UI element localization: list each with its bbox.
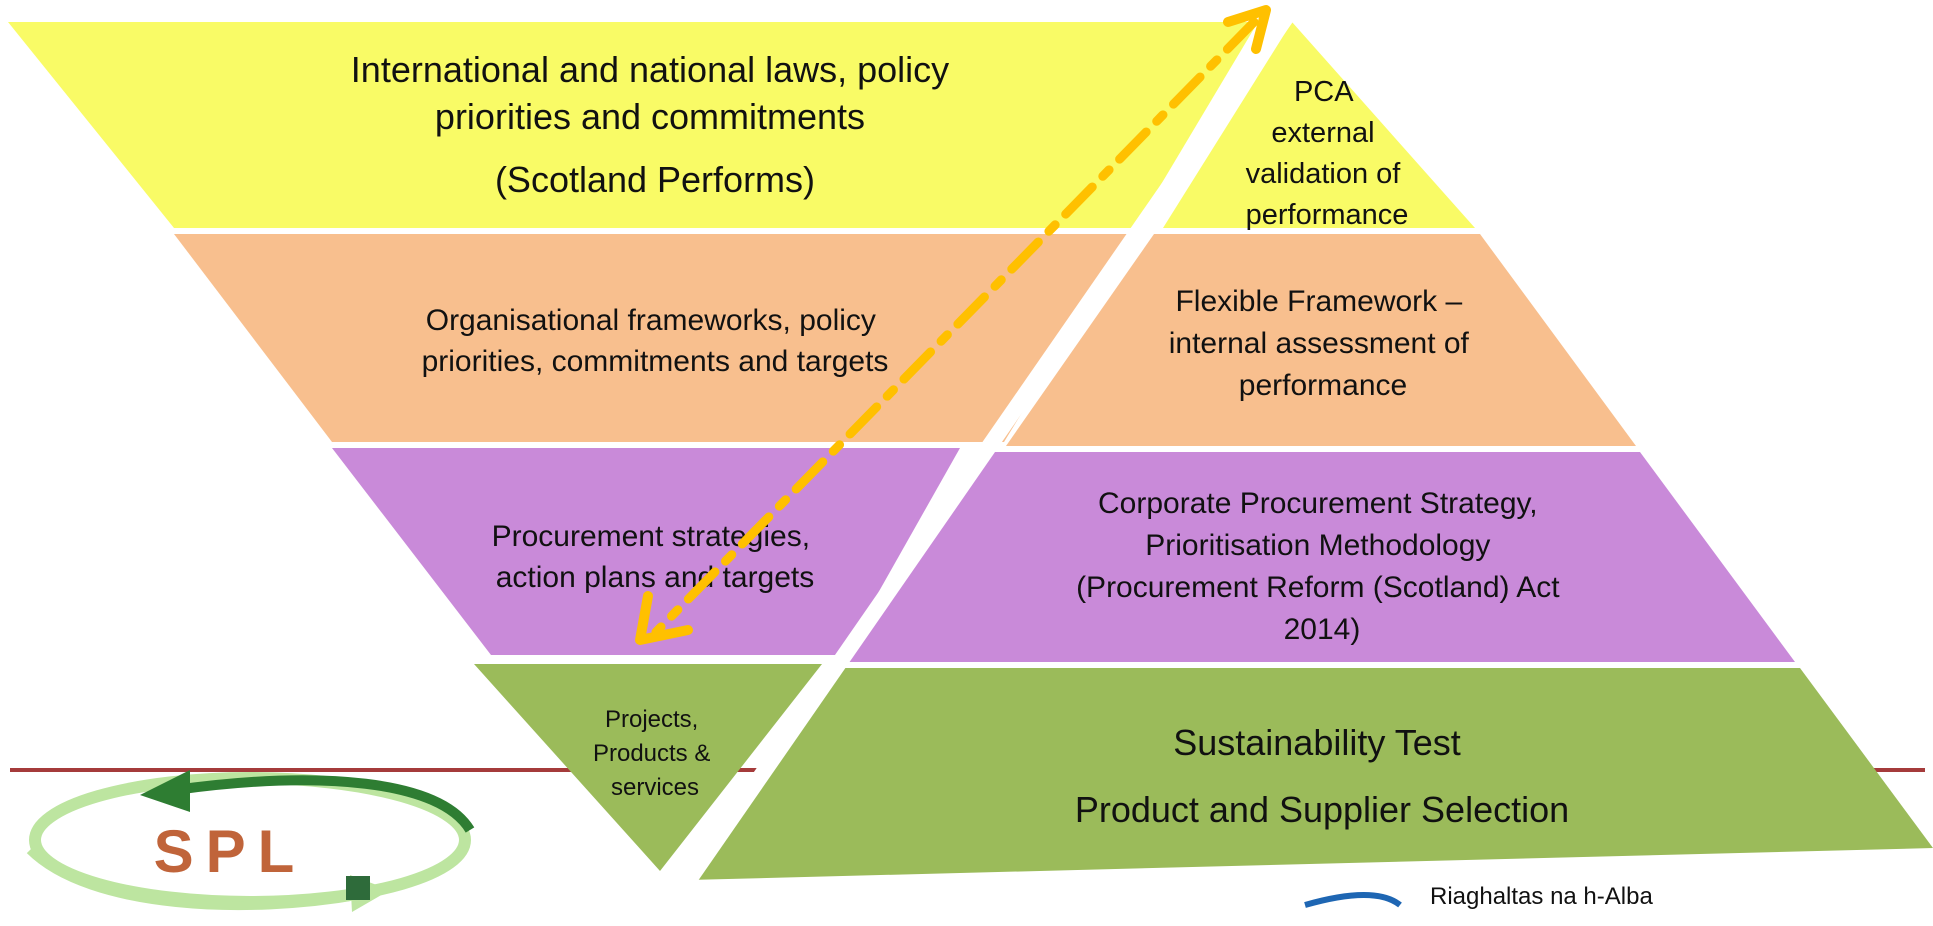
arrowhead-up-icon bbox=[1223, 5, 1271, 54]
pyramid-tier-4-label: Sustainability Test Product and Supplier… bbox=[1075, 722, 1569, 830]
pyramid-tier-1-label: PCA external validation of performance bbox=[1246, 76, 1409, 231]
spl-logo: SPL bbox=[26, 770, 475, 912]
logo-text: SPL bbox=[154, 818, 307, 885]
logo-green-arrowhead-icon bbox=[140, 770, 190, 812]
logo-square bbox=[346, 876, 370, 900]
inverted-tier-2-label: Organisational frameworks, policy priori… bbox=[422, 304, 889, 378]
arrowhead-down-icon bbox=[635, 591, 693, 645]
inverted-tier-4-band bbox=[474, 664, 822, 871]
pyramid-tier-3-label: Corporate Procurement Strategy, Prioriti… bbox=[1076, 487, 1568, 646]
partner-logo-text: Riaghaltas na h-Alba bbox=[1430, 883, 1653, 910]
logo-green-arrow bbox=[174, 775, 475, 833]
pyramid-tier-3-band bbox=[848, 452, 1795, 662]
pyramid-separator-gap bbox=[668, 7, 1297, 905]
partner-logo-mark bbox=[1304, 892, 1402, 908]
inverted-tier-1-label: International and national laws, policy … bbox=[351, 49, 959, 200]
bidirectional-dashdot-arrow bbox=[635, 5, 1271, 645]
pyramid-tier-1-band bbox=[1163, 22, 1475, 228]
inverted-tier-2-band bbox=[174, 234, 1131, 442]
inverted-tier-4-label: Projects, Products & services bbox=[593, 706, 717, 801]
arrow-shaft bbox=[651, 17, 1259, 637]
pyramid-tier-2-band bbox=[1006, 234, 1636, 446]
inverted-tier-1-band bbox=[8, 22, 1258, 228]
logo-light-arrow bbox=[26, 846, 361, 911]
inverted-tier-3-band bbox=[332, 448, 960, 655]
pyramid-tier-2-label: Flexible Framework – internal assessment… bbox=[1169, 285, 1478, 402]
pyramid-tier-4-band bbox=[688, 668, 1933, 880]
